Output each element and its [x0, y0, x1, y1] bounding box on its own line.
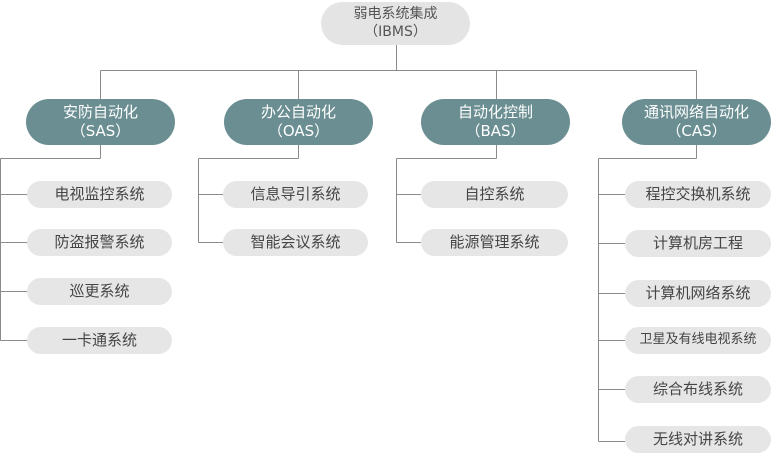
leaf-node: 智能会议系统 — [223, 229, 368, 256]
leaf-node: 防盗报警系统 — [27, 229, 172, 256]
root-abbr: （IBMS） — [364, 23, 427, 40]
leaf-node: 计算机房工程 — [625, 230, 771, 257]
leaf-node: 计算机网络系统 — [625, 280, 771, 307]
category-abbr: （OAS） — [267, 122, 330, 140]
leaf-node: 卫星及有线电视系统 — [625, 327, 771, 354]
leaf-node: 巡更系统 — [27, 278, 172, 305]
category-title: 安防自动化 — [62, 103, 138, 122]
category-node-cas: 通讯网络自动化 （CAS） — [622, 99, 771, 145]
leaf-node: 信息导引系统 — [223, 181, 368, 208]
category-title: 办公自动化 — [260, 103, 336, 122]
category-node-oas: 办公自动化 （OAS） — [224, 99, 373, 145]
root-node-ibms: 弱电系统集成 （IBMS） — [321, 2, 470, 45]
category-node-bas: 自动化控制 （BAS） — [421, 99, 570, 145]
category-abbr: （BAS） — [465, 122, 526, 140]
leaf-node: 综合布线系统 — [625, 376, 771, 403]
category-abbr: （SAS） — [70, 122, 131, 140]
leaf-node: 能源管理系统 — [421, 229, 568, 256]
leaf-node: 程控交换机系统 — [625, 181, 771, 208]
leaf-node: 电视监控系统 — [27, 181, 172, 208]
category-title: 自动化控制 — [457, 103, 533, 122]
leaf-node: 无线对讲系统 — [625, 426, 771, 453]
category-title: 通讯网络自动化 — [643, 103, 749, 122]
leaf-node: 一卡通系统 — [27, 327, 172, 354]
category-node-sas: 安防自动化 （SAS） — [26, 99, 175, 145]
category-abbr: （CAS） — [666, 122, 727, 140]
root-title: 弱电系统集成 — [353, 6, 438, 22]
leaf-node: 自控系统 — [421, 181, 568, 208]
